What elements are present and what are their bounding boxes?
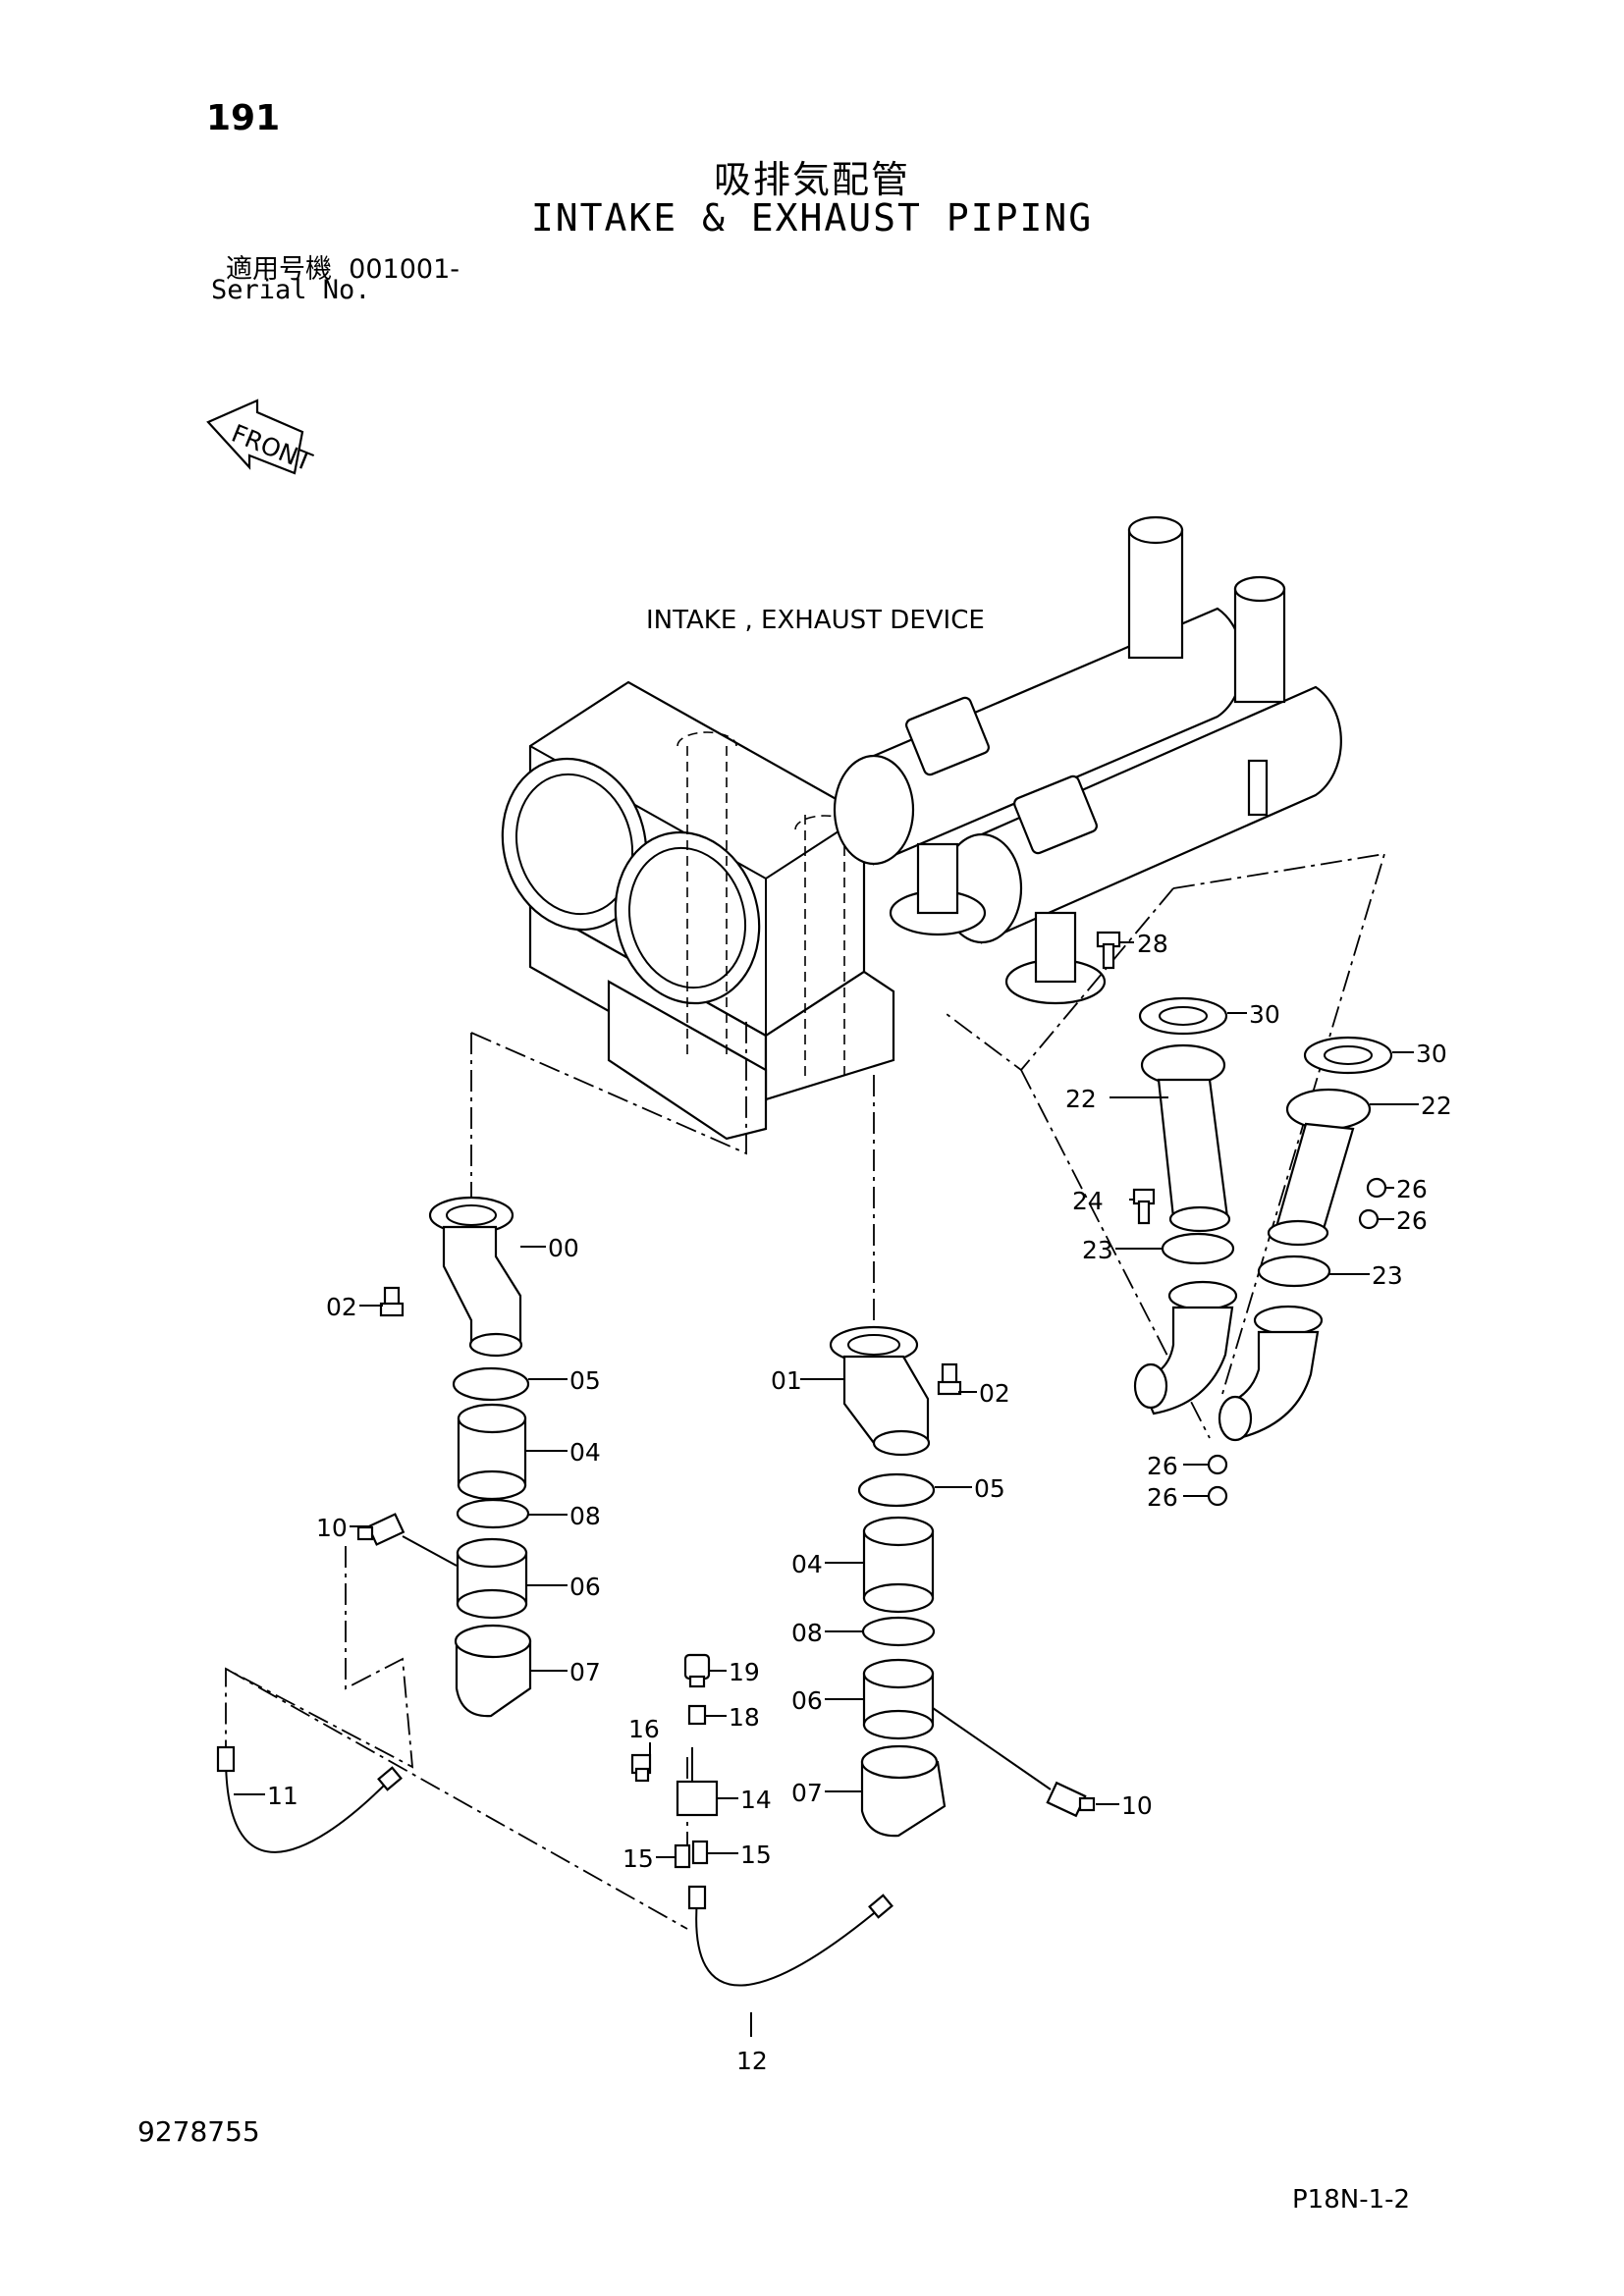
callout-15: 15 <box>740 1841 772 1869</box>
callout-10: 10 <box>316 1514 348 1542</box>
part-05-clamp <box>857 1472 936 1508</box>
part-23-gasket <box>1161 1232 1235 1265</box>
part-04-hose <box>457 1403 527 1501</box>
hose-chain-center <box>225 1668 688 1930</box>
part-22-bellows <box>1267 1088 1372 1247</box>
serial-value: 001001- <box>349 254 460 285</box>
leader-lines <box>234 941 1419 2037</box>
callout-07: 07 <box>569 1658 601 1686</box>
catalog-number: 9278755 <box>137 2115 260 2148</box>
callout-05: 05 <box>974 1474 1005 1503</box>
callout-26: 26 <box>1396 1206 1428 1235</box>
callout-04: 04 <box>569 1438 601 1467</box>
callout-11: 11 <box>267 1782 298 1810</box>
part-18-fitting <box>687 1704 707 1726</box>
part-07-elbow <box>454 1624 532 1718</box>
intake-exhaust-device-label: INTAKE , EXHAUST DEVICE <box>646 606 985 635</box>
part-01-elbow <box>829 1325 931 1457</box>
serial-number-japanese: 適用号機 001001- <box>226 247 460 286</box>
callout-07: 07 <box>791 1779 823 1807</box>
callout-02: 02 <box>326 1293 357 1321</box>
callout-02: 02 <box>979 1379 1010 1408</box>
callout-05: 05 <box>569 1366 601 1395</box>
intake-exhaust-device <box>501 515 1342 1141</box>
part-10-fitting <box>1046 1781 1096 1818</box>
callout-00: 00 <box>548 1234 579 1262</box>
serial-label: Serial No. <box>211 275 371 305</box>
callout-04: 04 <box>791 1550 823 1578</box>
callout-14: 14 <box>740 1786 772 1814</box>
exhaust-bend-pipe <box>1218 1305 1324 1442</box>
part-10-fitting <box>356 1513 406 1546</box>
callout-18: 18 <box>729 1703 760 1732</box>
callout-08: 08 <box>569 1502 601 1530</box>
callout-28: 28 <box>1137 930 1168 958</box>
exhaust-bend-pipe <box>1133 1280 1238 1415</box>
part-22-bellows <box>1140 1043 1231 1233</box>
part-00-elbow <box>428 1196 523 1358</box>
part-08-clamp <box>861 1616 936 1647</box>
assembly-line-left <box>470 1021 747 1155</box>
callout-26: 26 <box>1396 1175 1428 1203</box>
callout-22: 22 <box>1421 1092 1452 1120</box>
part-08-clamp <box>456 1498 530 1529</box>
part-19-cap <box>683 1653 711 1688</box>
callout-30: 30 <box>1416 1040 1447 1068</box>
callout-12: 12 <box>736 2047 768 2075</box>
part-15-fitting <box>674 1843 691 1869</box>
callout-30: 30 <box>1249 1000 1280 1029</box>
callout-24: 24 <box>1072 1187 1104 1215</box>
part-26-nut <box>1366 1177 1387 1199</box>
callout-26: 26 <box>1147 1483 1178 1512</box>
page-title-japanese: 吸排気配管 <box>713 158 910 201</box>
page-code: P18N-1-2 <box>1292 2185 1411 2215</box>
part-30-gasket <box>1303 1036 1393 1075</box>
part-24-bolt <box>1132 1188 1156 1225</box>
callout-22: 22 <box>1065 1085 1097 1113</box>
part-04-hose <box>862 1516 935 1614</box>
part-07-elbow <box>860 1744 947 1838</box>
part-15-fitting <box>691 1840 709 1865</box>
callout-08: 08 <box>791 1619 823 1647</box>
part-26-nut <box>1207 1485 1228 1507</box>
part-23-gasket <box>1257 1255 1331 1288</box>
part-05-clamp <box>452 1366 530 1402</box>
page-title: INTAKE & EXHAUST PIPING <box>530 196 1094 240</box>
part-28-bolt <box>1096 931 1121 970</box>
part-06-adapter <box>862 1658 935 1740</box>
callout-06: 06 <box>791 1686 823 1715</box>
part-11-hose <box>225 1756 389 1853</box>
callouts: 00 01 02 02 04 04 05 05 06 06 07 07 08 0… <box>267 930 1452 2075</box>
part-12-hose <box>695 1898 880 1987</box>
callout-23: 23 <box>1082 1236 1113 1264</box>
part-16-bolt <box>630 1753 652 1783</box>
callout-26: 26 <box>1147 1452 1178 1480</box>
callout-16: 16 <box>628 1715 660 1743</box>
page-number: 191 <box>206 98 281 138</box>
callout-10: 10 <box>1121 1791 1153 1820</box>
part-02-bolt <box>937 1362 962 1396</box>
callout-01: 01 <box>771 1366 802 1395</box>
part-30-gasket <box>1138 996 1228 1036</box>
part-14-block <box>676 1780 719 1817</box>
callout-15: 15 <box>623 1844 654 1873</box>
callout-19: 19 <box>729 1658 760 1686</box>
front-arrow-icon: FRONT <box>206 399 316 477</box>
serial-label-japanese: 適用号機 <box>226 254 332 285</box>
hose-chain-left <box>225 1546 414 1769</box>
callout-06: 06 <box>569 1573 601 1601</box>
part-26-nut <box>1207 1454 1228 1475</box>
part-26-nut <box>1358 1208 1380 1230</box>
part-06-adapter <box>456 1537 528 1620</box>
part-02-bolt <box>379 1286 405 1317</box>
callout-23: 23 <box>1372 1261 1403 1290</box>
